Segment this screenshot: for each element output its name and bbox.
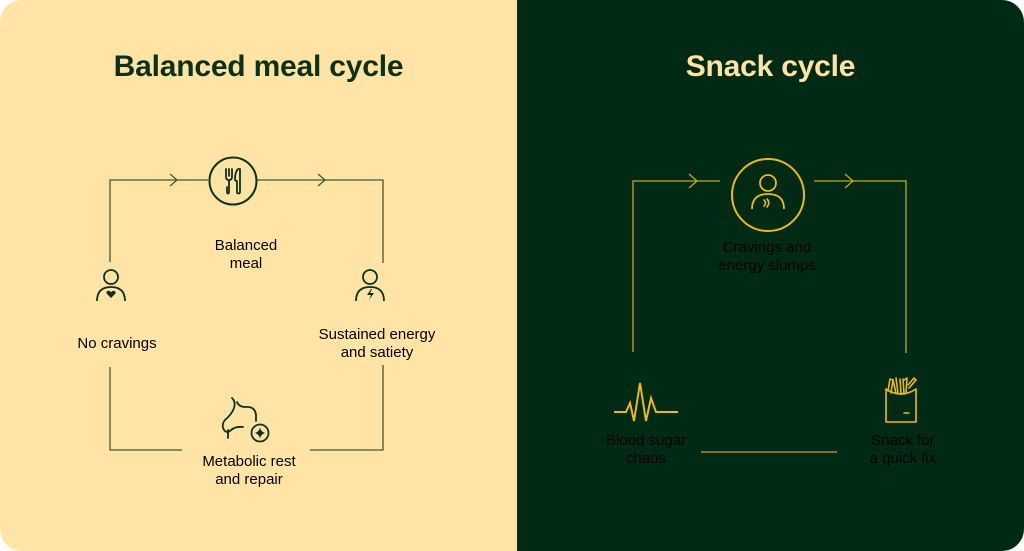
balanced-meal-panel: Balanced meal cycle bbox=[0, 0, 517, 551]
node-label-line2: and satiety bbox=[340, 344, 414, 361]
person-signal-icon bbox=[731, 158, 805, 232]
balanced-cycle-title: Balanced meal cycle bbox=[113, 50, 404, 83]
node-label-line2: and repair bbox=[215, 471, 283, 488]
node-blood-sugar-chaos: Blood sugar chaos bbox=[606, 432, 686, 468]
node-no-cravings: No cravings bbox=[77, 335, 156, 353]
node-label-line1: Cravings and bbox=[722, 239, 812, 256]
heartbeat-pulse-icon bbox=[614, 382, 678, 422]
node-label-line1: No cravings bbox=[77, 335, 157, 352]
node-balanced-meal: Balanced meal bbox=[215, 237, 278, 273]
node-label-line2: energy slumps bbox=[718, 257, 816, 274]
node-label-line2: meal bbox=[229, 255, 263, 272]
node-sustained-energy: Sustained energy and satiety bbox=[319, 326, 436, 362]
node-label-line1: Snack for bbox=[871, 432, 935, 449]
stomach-sparkle-icon bbox=[221, 397, 270, 443]
person-heart-icon bbox=[96, 269, 126, 302]
node-label-line1: Balanced bbox=[214, 237, 278, 254]
french-fries-icon bbox=[885, 377, 917, 423]
person-lightning-icon bbox=[355, 269, 385, 302]
node-label-line2: a quick fix bbox=[869, 450, 937, 467]
snack-panel: Snack cycle bbox=[517, 0, 1024, 551]
node-label-line1: Metabolic rest bbox=[202, 453, 296, 470]
node-label-line2: chaos bbox=[625, 450, 667, 467]
node-snack-quick-fix: Snack for a quick fix bbox=[870, 432, 937, 468]
node-cravings-slumps: Cravings and energy slumps bbox=[718, 239, 816, 275]
node-metabolic-rest: Metabolic rest and repair bbox=[202, 453, 295, 489]
snack-cycle-title: Snack cycle bbox=[685, 50, 856, 83]
node-label-line1: Blood sugar bbox=[605, 432, 687, 449]
node-label-line1: Sustained energy bbox=[318, 326, 436, 343]
fork-knife-icon bbox=[208, 156, 258, 206]
